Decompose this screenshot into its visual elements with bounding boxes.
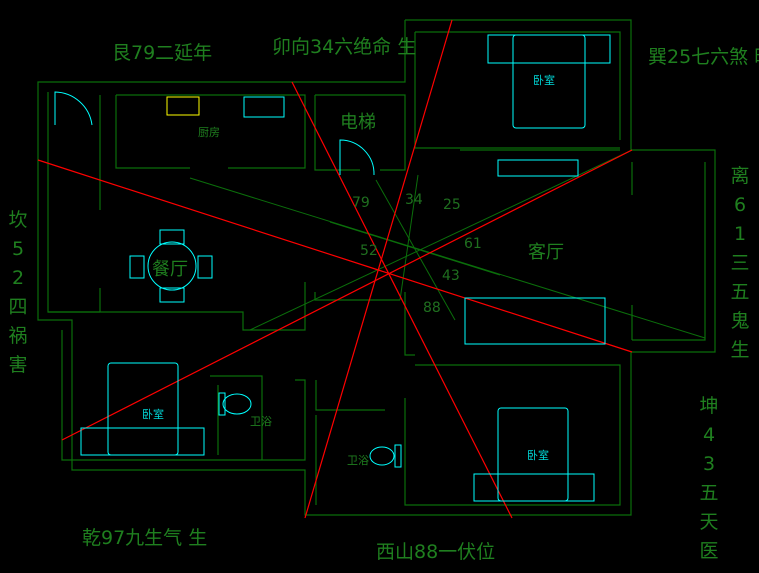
number-79: 79 (352, 195, 370, 211)
number-43: 43 (442, 268, 460, 284)
direction-mao: 卯向34六绝命 生 (272, 36, 417, 58)
room-bath-s: 卫浴 (347, 454, 369, 467)
direction-xi: 西山88一伏位 (376, 541, 496, 563)
number-88: 88 (423, 300, 441, 316)
room-kitchen: 厨房 (198, 126, 220, 139)
grid-lines (189, 149, 706, 339)
direction-xun: 巽25七六煞 旺 (648, 46, 759, 68)
door-swing (54, 91, 93, 126)
direction-kun: 坤43五天医 (699, 395, 719, 562)
direction-kan: 坎52四祸害 (8, 209, 28, 376)
walls (37, 19, 716, 516)
number-25: 25 (443, 197, 461, 213)
direction-qian: 乾97九生气 生 (82, 527, 208, 549)
room-bath-w: 卫浴 (250, 415, 272, 428)
number-52: 52 (360, 243, 378, 259)
room-living: 客厅 (528, 242, 564, 263)
room-elevator: 电梯 (340, 112, 376, 133)
number-61: 61 (464, 236, 482, 252)
room-dining: 餐厅 (152, 259, 188, 280)
room-bedroom-ne: 卧室 (533, 74, 555, 87)
direction-li: 离61三五鬼生 (730, 165, 750, 361)
direction-gen: 艮79二延年 (112, 42, 213, 64)
axis-lines (37, 19, 633, 519)
room-bedroom-se: 卧室 (527, 449, 549, 462)
furniture (54, 34, 611, 502)
room-bedroom-sw: 卧室 (142, 408, 164, 421)
number-34: 34 (405, 192, 423, 208)
